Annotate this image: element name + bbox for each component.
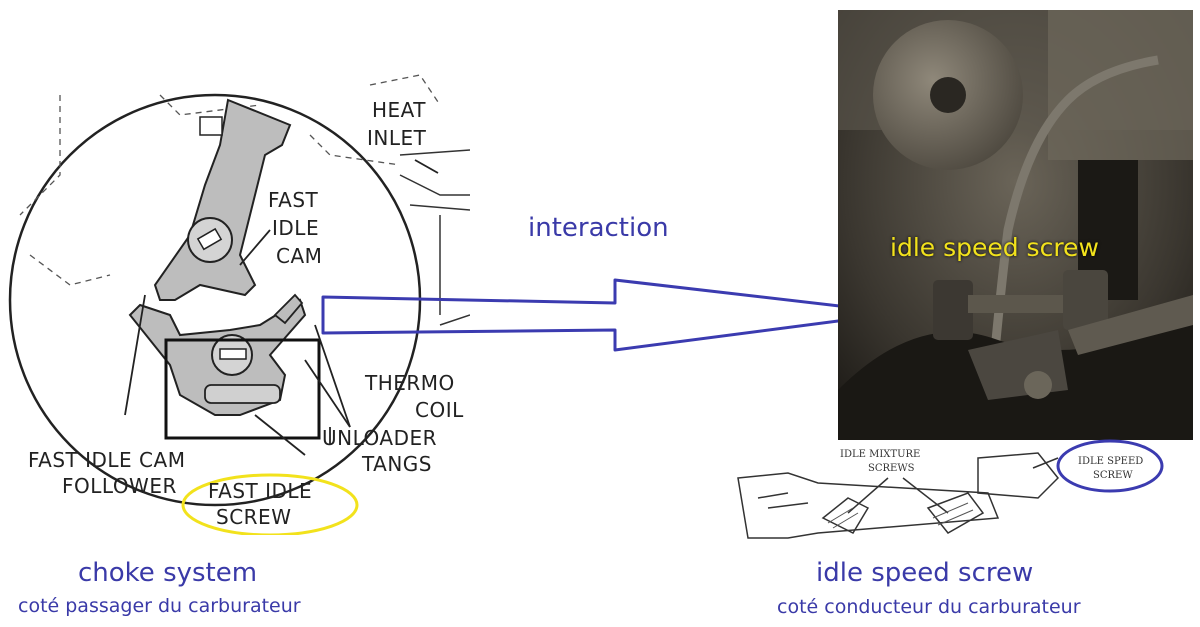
label-heat-inlet: HEAT INLET bbox=[367, 98, 433, 150]
carburetor-photo bbox=[838, 10, 1193, 440]
idle-screws-drawing: IDLE MIXTURE SCREWS IDLE SPEED SCREW bbox=[737, 439, 1164, 539]
idle-speed-screw-highlight bbox=[1056, 439, 1164, 493]
right-caption-subtitle: coté conducteur du carburateur bbox=[777, 596, 1081, 618]
left-caption-title: choke system bbox=[78, 558, 258, 588]
left-caption-subtitle: coté passager du carburateur bbox=[18, 595, 301, 617]
label-fast-idle-screw: FAST IDLE SCREW bbox=[208, 479, 319, 529]
label-fast-idle-cam-follower: FAST IDLE CAM FOLLOWER bbox=[28, 448, 192, 498]
label-idle-speed-screw: IDLE SPEED SCREW bbox=[1078, 456, 1146, 481]
fast-idle-screw-highlight bbox=[181, 473, 359, 535]
interaction-arrow bbox=[321, 278, 902, 352]
label-unloader-tangs: UNLOADER TANGS bbox=[322, 426, 444, 476]
photo-label: idle speed screw bbox=[890, 233, 1099, 262]
arrow-label: interaction bbox=[528, 213, 669, 243]
label-thermo-coil: THERMO COIL bbox=[364, 371, 464, 422]
highlight-box bbox=[164, 338, 321, 440]
choke-system-drawing: HEAT INLET FAST IDLE CAM THERMO COIL UNL… bbox=[8, 74, 470, 535]
label-fast-idle-cam: FAST IDLE CAM bbox=[268, 188, 326, 268]
right-caption-title: idle speed screw bbox=[816, 558, 1034, 588]
label-idle-mixture-screws: IDLE MIXTURE SCREWS bbox=[840, 449, 924, 474]
fast-idle-cam-shape bbox=[153, 98, 292, 301]
